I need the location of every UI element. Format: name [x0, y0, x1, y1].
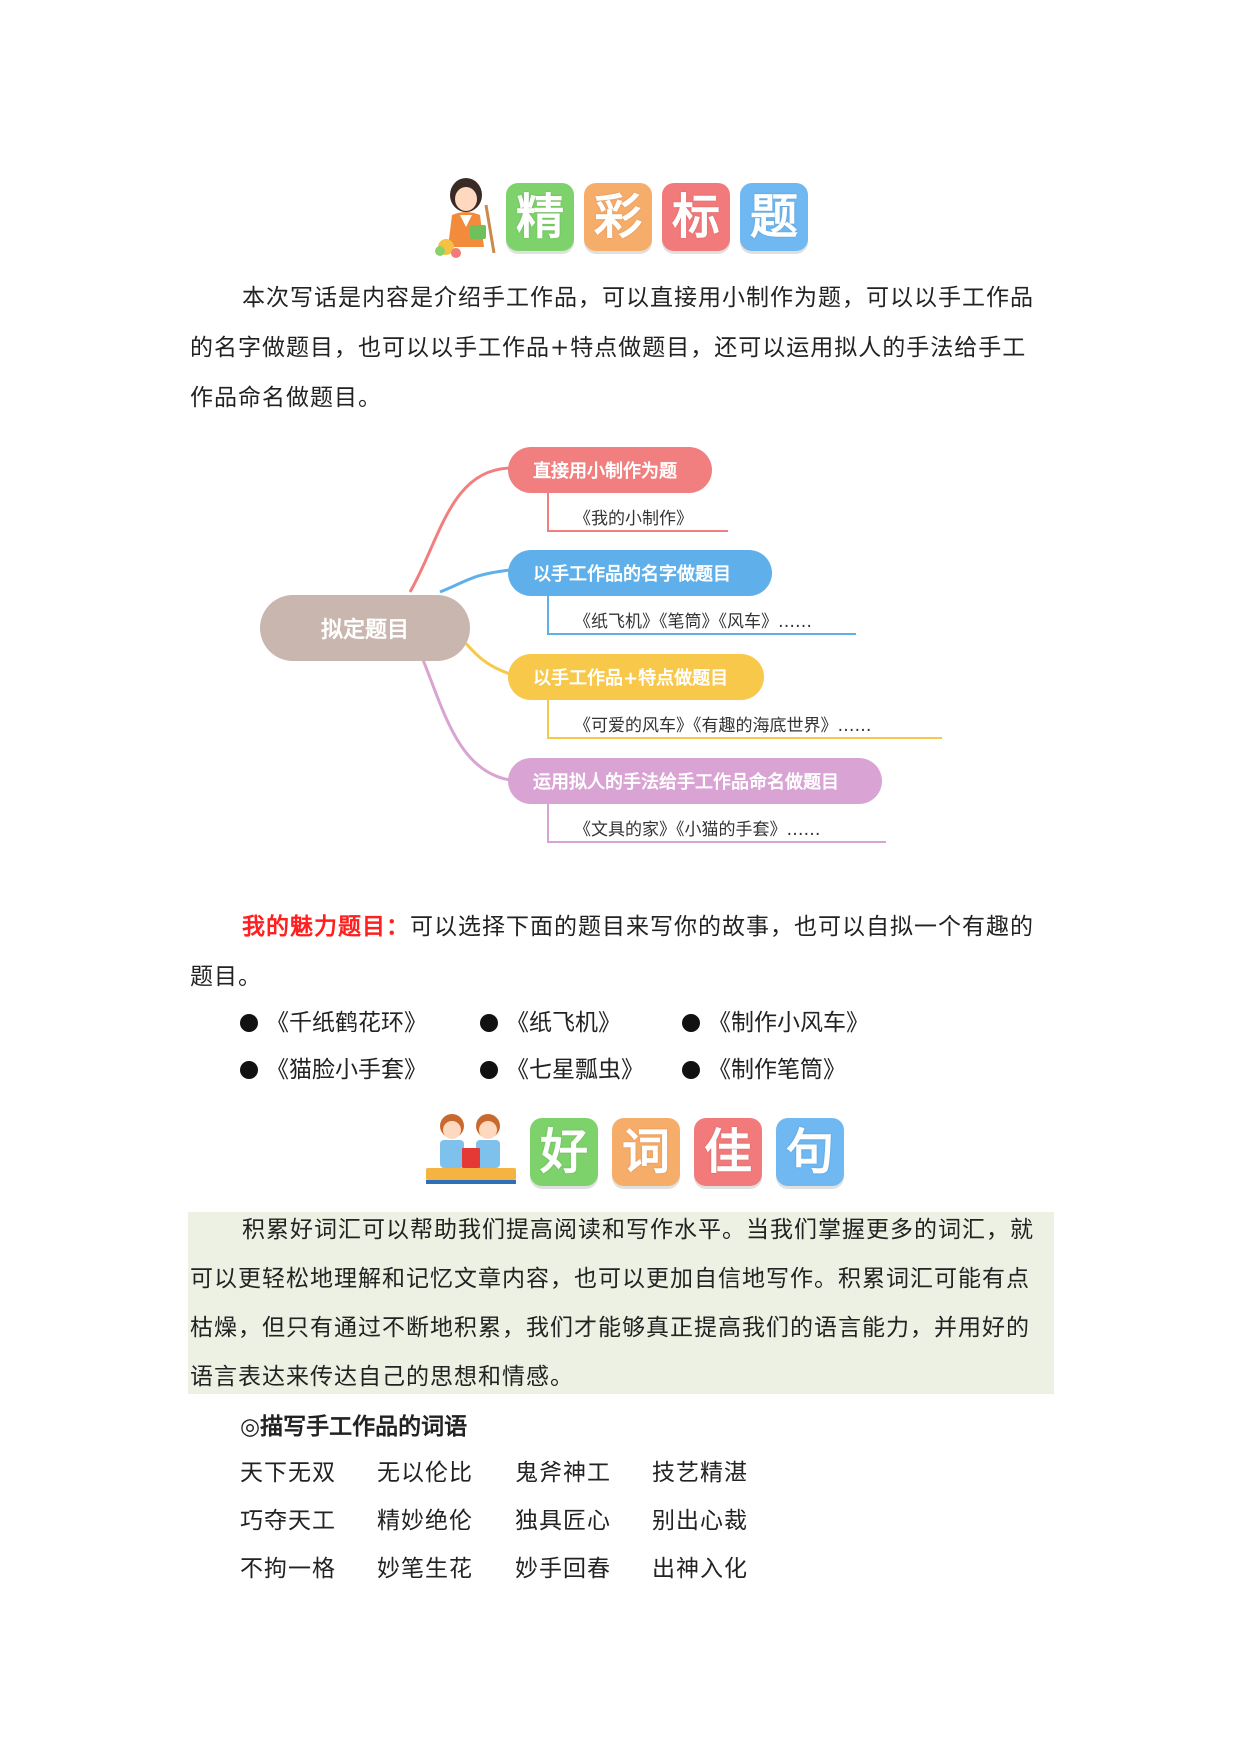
mindmap-branch-4-example: 《文具的家》《小猫的手套》……: [574, 820, 821, 840]
mindmap-center-label: 拟定题目: [321, 617, 409, 643]
mindmap-branch-3-title: 以手工作品+特点做题目: [533, 667, 728, 689]
bullet-icon: [682, 1014, 700, 1032]
word-item: 妙笔生花: [377, 1556, 473, 1582]
mindmap-branch-1: [508, 447, 712, 493]
word-row: 天下无双 无以伦比 鬼斧神工 技艺精湛: [240, 1453, 840, 1501]
words-tile-1: 好: [530, 1118, 598, 1186]
topic-item: 《猫脸小手套》: [240, 1050, 427, 1090]
mindmap-connector-2: [439, 568, 511, 594]
mindmap-branch-2-title: 以手工作品的名字做题目: [533, 563, 731, 585]
mindmap-branch-2: [508, 550, 772, 596]
word-item: 巧夺天工: [240, 1508, 336, 1534]
words-tile-3: 佳: [694, 1118, 762, 1186]
bullet-icon: [682, 1061, 700, 1079]
topic-item: 《纸飞机》: [480, 1003, 621, 1043]
mindmap-branch-4: [508, 758, 882, 804]
mindmap-branch-2-underline: [547, 596, 856, 635]
word-item: 技艺精湛: [652, 1460, 748, 1486]
topic-row: 《千纸鹤花环》 《纸飞机》 《制作小风车》: [240, 1003, 1040, 1050]
word-item: 出神入化: [652, 1556, 748, 1582]
title-tile-3: 标: [662, 183, 730, 251]
mindmap-branch-4-title: 运用拟人的手法给手工作品命名做题目: [533, 771, 839, 793]
bullet-icon: [480, 1061, 498, 1079]
mindmap-connector-1: [408, 466, 511, 593]
word-item: 别出心裁: [652, 1508, 748, 1534]
charm-text: 可以选择下面的题目来写你的故事，也可以自拟一个有趣的题目。: [190, 914, 1034, 990]
mindmap-branch-1-underline: [547, 493, 728, 532]
word-item: 不拘一格: [240, 1556, 336, 1582]
topic-item: 《制作小风车》: [682, 1003, 869, 1043]
mindmap-center-node: [260, 595, 470, 661]
accumulate-highlight: [188, 1212, 1054, 1394]
title-tile-4: 题: [740, 183, 808, 251]
words-tile-2: 词: [612, 1118, 680, 1186]
mindmap-branch-1-title: 直接用小制作为题: [533, 460, 678, 482]
word-row: 不拘一格 妙笔生花 妙手回春 出神入化: [240, 1549, 840, 1597]
mindmap: 拟定题目 直接用小制作为题 《我的小制作》 以手工作品的名字做题目 《纸飞机》《…: [260, 447, 942, 843]
reading-children-icon: [424, 1110, 518, 1186]
bullet-icon: [480, 1014, 498, 1032]
word-item: 精妙绝伦: [377, 1508, 473, 1534]
section-header-title: 精 彩 标 题: [0, 175, 1240, 265]
intro-paragraph: 本次写话是内容是介绍手工作品，可以直接用小制作为题，可以以手工作品的名字做题目，…: [190, 285, 1034, 411]
charm-paragraph: 我的魅力题目：可以选择下面的题目来写你的故事，也可以自拟一个有趣的题目。: [190, 902, 1050, 1002]
title-tile-1: 精: [506, 183, 574, 251]
mindmap-branch-2-example: 《纸飞机》《笔筒》《风车》……: [574, 612, 812, 632]
topic-item: 《制作笔筒》: [682, 1050, 846, 1090]
topic-list: 《千纸鹤花环》 《纸飞机》 《制作小风车》 《猫脸小手套》 《七星瓢虫》 《制作…: [240, 1003, 1040, 1097]
mindmap-branch-1-example: 《我的小制作》: [574, 509, 693, 529]
mindmap-branch-3-example: 《可爱的风车》《有趣的海底世界》……: [574, 716, 872, 736]
title-tile-2: 彩: [584, 183, 652, 251]
charm-lead: 我的魅力题目：: [242, 914, 410, 940]
topic-item: 《千纸鹤花环》: [240, 1003, 427, 1043]
teacher-icon: [432, 175, 502, 259]
topic-row: 《猫脸小手套》 《七星瓢虫》 《制作笔筒》: [240, 1050, 1040, 1097]
word-item: 妙手回春: [515, 1556, 611, 1582]
mindmap-branch-4-underline: [547, 804, 886, 843]
word-item: 独具匠心: [515, 1508, 611, 1534]
bullet-icon: [240, 1061, 258, 1079]
word-row: 巧夺天工 精妙绝伦 独具匠心 别出心裁: [240, 1501, 840, 1549]
words-heading: ◎描写手工作品的词语: [240, 1414, 468, 1440]
word-item: 鬼斧神工: [515, 1460, 611, 1486]
section-header-words: 好 词 佳 句: [0, 1110, 1240, 1200]
topic-item: 《七星瓢虫》: [480, 1050, 644, 1090]
mindmap-branch-3: [508, 654, 764, 700]
word-item: 无以伦比: [377, 1460, 473, 1486]
bullet-icon: [240, 1014, 258, 1032]
words-tile-4: 句: [776, 1118, 844, 1186]
words-grid: 天下无双 无以伦比 鬼斧神工 技艺精湛 巧夺天工 精妙绝伦 独具匠心 别出心裁 …: [240, 1453, 840, 1597]
mindmap-branch-3-underline: [547, 700, 942, 739]
word-item: 天下无双: [240, 1460, 336, 1486]
accumulate-paragraph: 积累好词汇可以帮助我们提高阅读和写作水平。当我们掌握更多的词汇，就可以更轻松地理…: [190, 1217, 1034, 1390]
